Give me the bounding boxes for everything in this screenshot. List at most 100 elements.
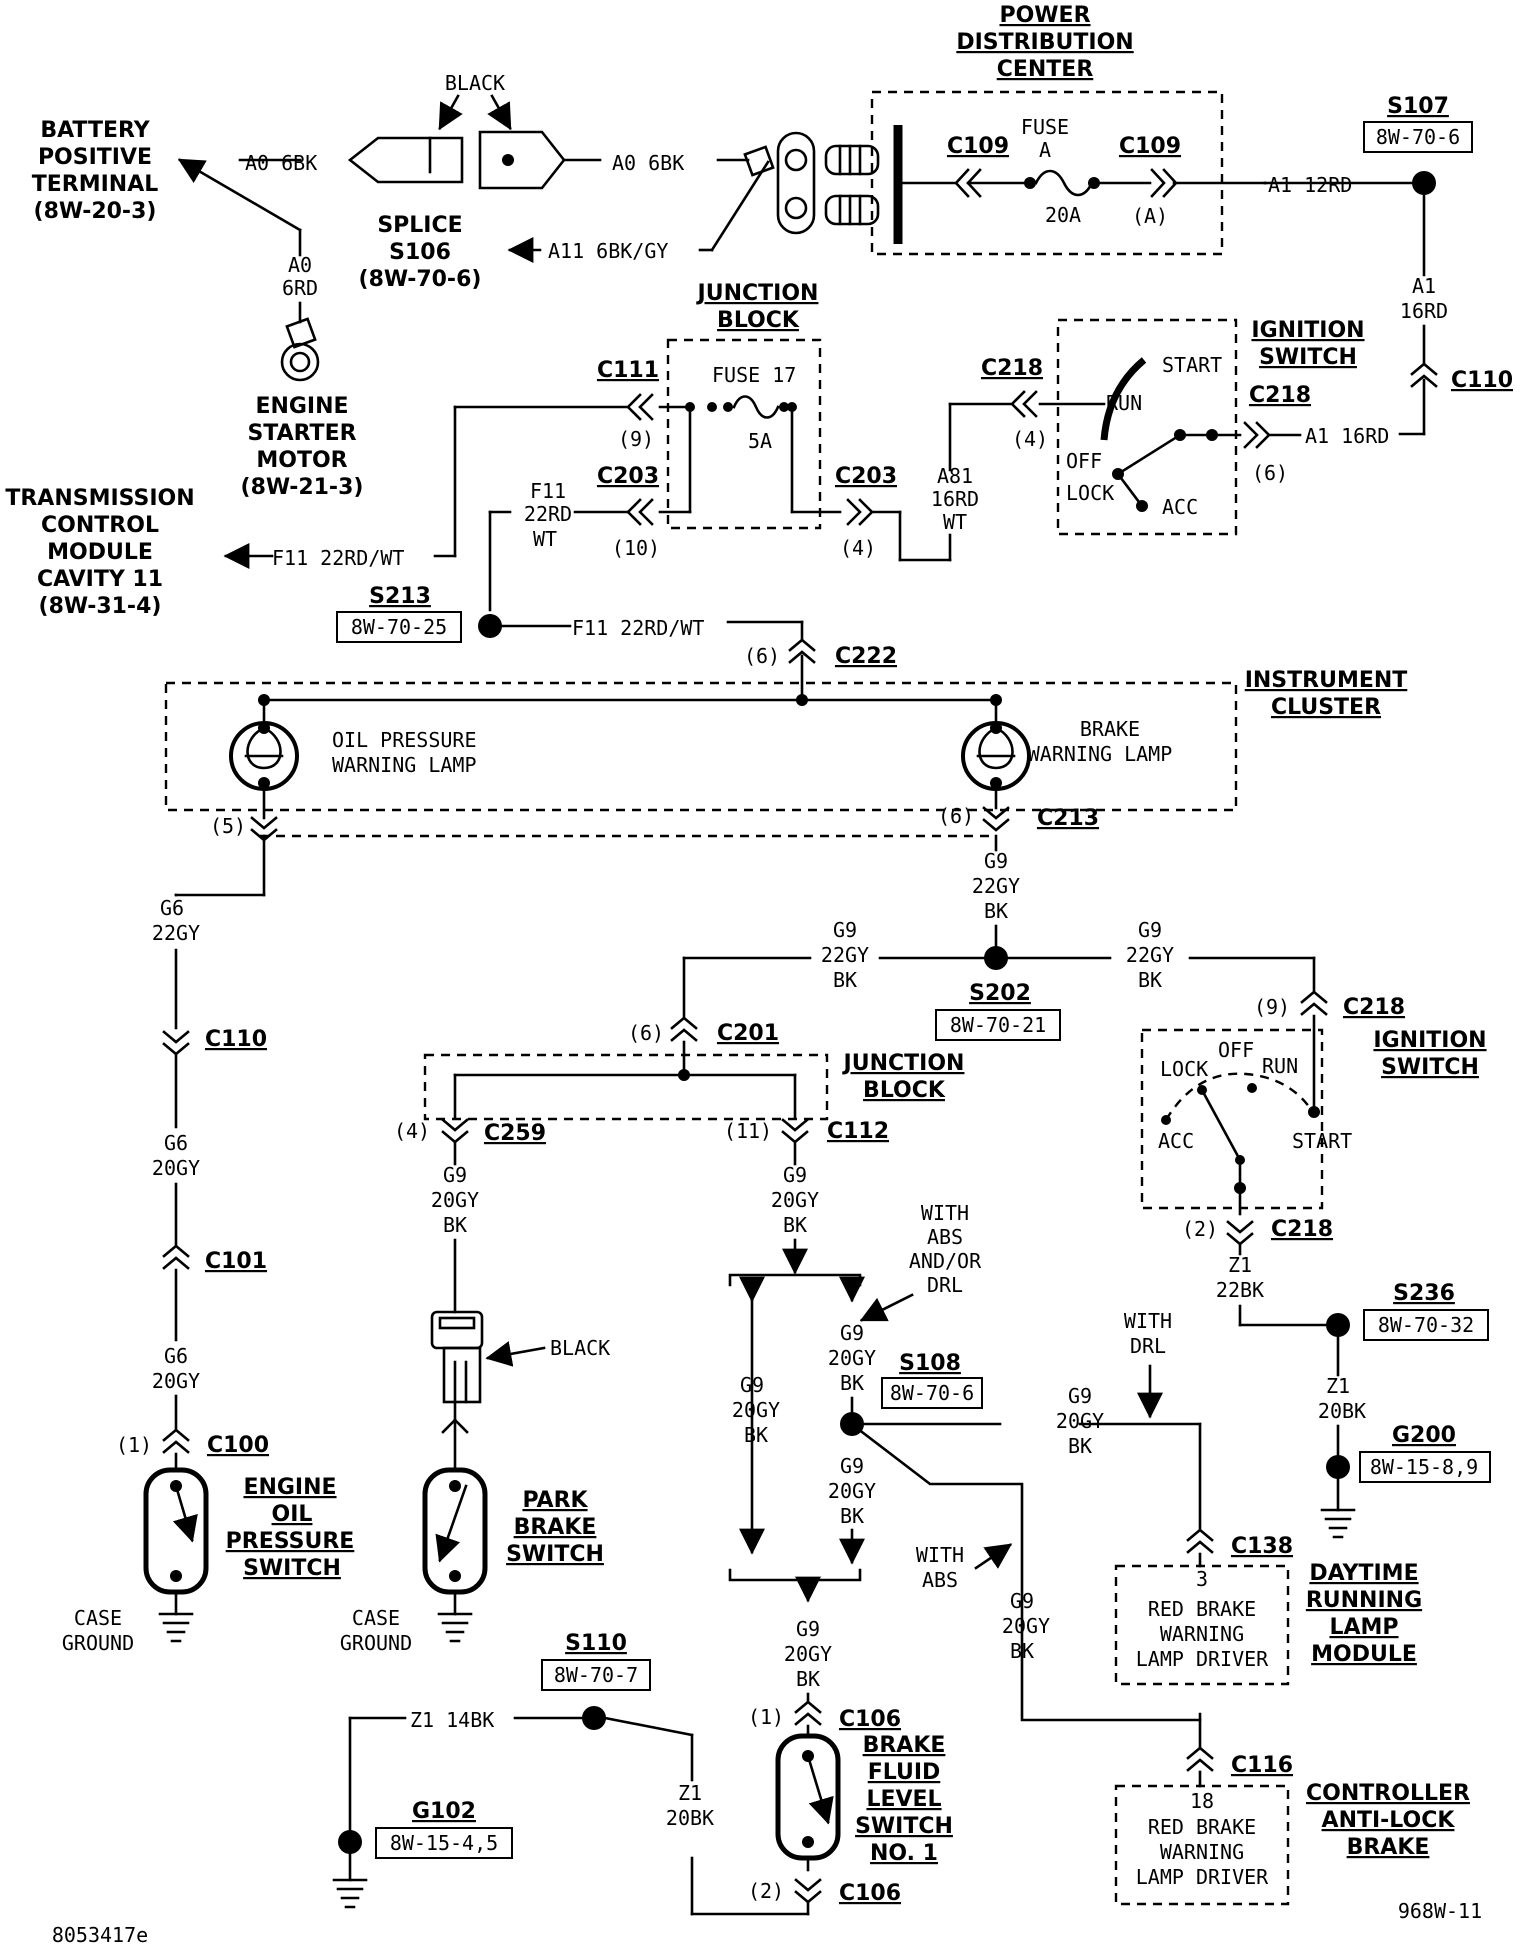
svg-text:CASE: CASE [74,1606,122,1630]
svg-text:22GY: 22GY [1126,943,1174,967]
svg-text:(10): (10) [612,536,660,560]
svg-text:22GY: 22GY [972,874,1020,898]
svg-text:3: 3 [1196,1567,1208,1591]
svg-text:ENGINE: ENGINE [243,1475,336,1500]
svg-text:STARTER: STARTER [247,421,356,446]
svg-text:C112: C112 [827,1119,889,1144]
svg-text:18: 18 [1190,1789,1214,1813]
svg-text:JUNCTION: JUNCTION [842,1051,965,1076]
svg-text:OIL: OIL [272,1502,313,1527]
svg-text:BK: BK [833,968,857,992]
svg-text:INSTRUMENT: INSTRUMENT [1245,668,1408,693]
svg-text:(4): (4) [394,1119,430,1143]
svg-text:G9: G9 [984,849,1008,873]
svg-text:6RD: 6RD [282,276,318,300]
svg-text:(8W-70-6): (8W-70-6) [359,267,482,292]
park-brake-switch: PARK BRAKE SWITCH [422,1467,604,1595]
svg-text:F11 22RD/WT: F11 22RD/WT [572,616,704,640]
svg-text:(8W-20-3): (8W-20-3) [34,199,157,224]
svg-text:ENGINE: ENGINE [255,394,348,419]
svg-text:TERMINAL: TERMINAL [32,172,159,197]
svg-text:8W-70-21: 8W-70-21 [950,1013,1046,1037]
svg-text:C110: C110 [205,1027,267,1052]
splice-s106-connector: BLACK A0 6BK SPLICE S106 (8W-70-6) A11 6… [347,71,770,292]
svg-text:DAYTIME: DAYTIME [1309,1561,1418,1586]
svg-text:C218: C218 [1249,383,1311,408]
svg-text:S236: S236 [1393,1281,1455,1306]
svg-text:BRAKE: BRAKE [1347,1835,1430,1860]
svg-text:ACC: ACC [1158,1129,1194,1153]
svg-text:(1): (1) [748,1705,784,1729]
svg-text:ANTI-LOCK: ANTI-LOCK [1322,1808,1456,1833]
battery-stud [743,131,880,235]
brake-fluid-level-switch: BRAKE FLUID LEVEL SWITCH NO. 1 [775,1733,953,1866]
svg-text:OFF: OFF [1218,1038,1254,1062]
svg-text:CLUSTER: CLUSTER [1271,695,1381,720]
svg-text:ABS: ABS [927,1225,963,1249]
svg-text:C101: C101 [205,1249,267,1274]
svg-text:S110: S110 [565,1631,627,1656]
svg-text:DRL: DRL [1130,1334,1166,1358]
splice-s107: S107 8W-70-6 [1363,94,1473,195]
engine-starter-motor: ENGINE STARTER MOTOR (8W-21-3) [241,394,364,500]
svg-text:S106: S106 [389,240,451,265]
svg-text:LOCK: LOCK [1066,481,1114,505]
svg-text:C222: C222 [835,644,897,669]
power-distribution-center: POWER DISTRIBUTION CENTER FUSE A 20A C10… [870,3,1267,256]
svg-text:RED BRAKE: RED BRAKE [1148,1597,1256,1621]
connector-c109-left: C109 [947,134,1009,159]
svg-text:Z1: Z1 [1228,1253,1252,1277]
svg-text:F11 22RD/WT: F11 22RD/WT [272,546,404,570]
ground-g102: G102 8W-15-4,5 [332,1799,513,1909]
svg-text:(6): (6) [744,644,780,668]
svg-text:(2): (2) [1182,1217,1218,1241]
svg-text:A: A [1039,138,1051,162]
svg-text:START: START [1162,353,1222,377]
svg-text:Z1 14BK: Z1 14BK [410,1708,494,1732]
svg-text:16RD: 16RD [1400,299,1448,323]
svg-text:G6: G6 [164,1131,188,1155]
svg-text:G9: G9 [840,1321,864,1345]
svg-text:8W-70-25: 8W-70-25 [351,615,447,639]
svg-text:A0 6BK: A0 6BK [245,151,317,175]
svg-text:G9: G9 [833,918,857,942]
svg-text:CONTROLLER: CONTROLLER [1306,1781,1470,1806]
svg-text:A1 12RD: A1 12RD [1268,173,1352,197]
park-brake-connector-icon: BLACK [430,1310,610,1404]
svg-text:G9: G9 [1010,1589,1034,1613]
svg-text:(A): (A) [1132,204,1168,228]
svg-text:SWITCH: SWITCH [1381,1055,1479,1080]
svg-text:22GY: 22GY [152,921,200,945]
svg-text:IGNITION: IGNITION [1251,318,1364,343]
svg-text:(4): (4) [840,536,876,560]
svg-text:8W-70-32: 8W-70-32 [1378,1313,1474,1337]
svg-text:OFF: OFF [1066,449,1102,473]
svg-text:DISTRIBUTION: DISTRIBUTION [956,30,1133,55]
svg-text:RED BRAKE: RED BRAKE [1148,1815,1256,1839]
svg-text:WARNING: WARNING [1160,1622,1244,1646]
daytime-running-lamp-module: 3 RED BRAKE WARNING LAMP DRIVER DAYTIME … [1114,1561,1422,1686]
svg-text:(8W-21-3): (8W-21-3) [241,475,364,500]
ground-g200: G200 8W-15-8,9 [1320,1423,1491,1539]
svg-text:BK: BK [1138,968,1162,992]
svg-text:(6): (6) [938,804,974,828]
svg-text:20BK: 20BK [666,1806,714,1830]
svg-text:(6): (6) [628,1021,664,1045]
svg-text:RUNNING: RUNNING [1306,1588,1422,1613]
svg-text:20A: 20A [1045,203,1081,227]
case-ground-icon [158,1612,194,1643]
svg-text:(11): (11) [724,1119,772,1143]
svg-text:BK: BK [840,1371,864,1395]
splice-s202: S202 8W-70-21 [935,946,1061,1041]
svg-text:AND/OR: AND/OR [909,1249,982,1273]
svg-text:WT: WT [943,510,967,534]
svg-text:Z1: Z1 [678,1781,702,1805]
svg-text:C116: C116 [1231,1753,1293,1778]
ignition-switch-mid: IGNITION SWITCH OFF LOCK RUN ACC START [1140,1028,1487,1216]
svg-text:20GY: 20GY [1056,1409,1104,1433]
svg-text:BK: BK [1068,1434,1092,1458]
svg-text:(6): (6) [1252,461,1288,485]
svg-text:C106: C106 [839,1881,901,1906]
svg-text:MOTOR: MOTOR [256,448,347,473]
svg-text:G9: G9 [740,1373,764,1397]
